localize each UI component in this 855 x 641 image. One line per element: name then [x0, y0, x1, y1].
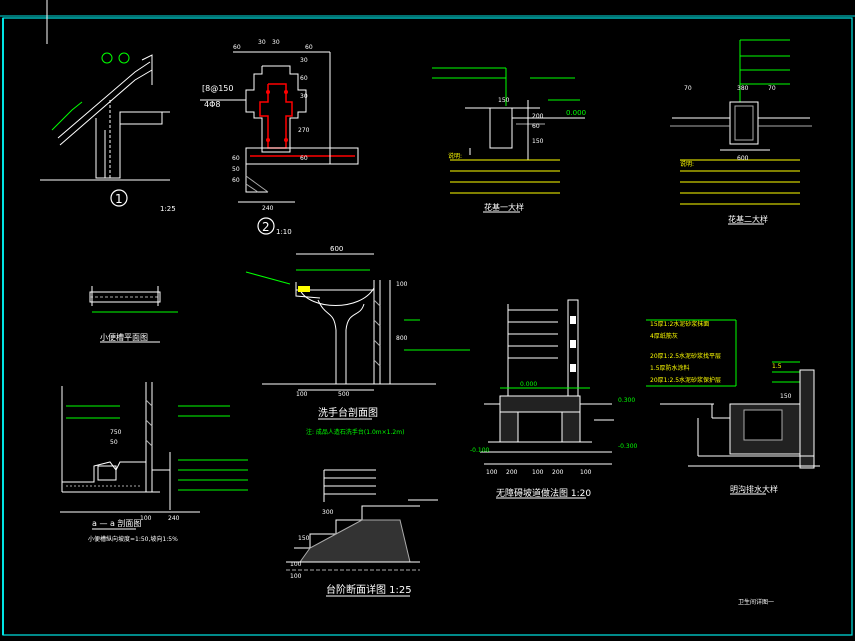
- huaji-1-dim-0: 200: [532, 113, 544, 120]
- barrier-dim-4: 100: [580, 469, 592, 476]
- detail-1-marker: 1: [115, 192, 123, 206]
- barrier-dim-0: 100: [486, 469, 498, 476]
- huaji-1-elev: 0.000: [566, 109, 586, 117]
- detail-2-dim-top-2: 30: [272, 39, 280, 46]
- drain-layer-0: 15厚1:2水泥砂浆抹面: [650, 320, 709, 328]
- steps-dim-2: 100: [290, 561, 302, 568]
- washbasin-dim-side-0: 100: [396, 281, 408, 288]
- barrier-dim-3: 200: [552, 469, 564, 476]
- barrier-elev-0: 0.300: [618, 397, 635, 404]
- barrier-elev-2: -0.100: [470, 447, 490, 454]
- steps-dim-1: 150: [298, 535, 310, 542]
- barrier-elev-3: -0.300: [618, 443, 638, 450]
- drain-layer-3: 1.5厚防水涂料: [650, 364, 690, 372]
- drain-dim-0: 1.5: [772, 363, 782, 370]
- huaji-2-dim-1: 380: [737, 85, 749, 92]
- detail-2-dim-side-2: 30: [300, 93, 308, 100]
- detail-2-dim-bottom-1: 50: [232, 166, 240, 173]
- section-aa-dim-3: 100: [140, 515, 152, 522]
- steps-dim-0: 300: [322, 509, 334, 516]
- huaji-1-title: 花基一大样: [484, 202, 524, 212]
- barrier-dim-2: 100: [532, 469, 544, 476]
- barrier-elev-1: 0.000: [520, 381, 537, 388]
- washbasin-title: 洗手台剖面图: [318, 406, 378, 419]
- detail-2-dim-left-2: 4Φ8: [204, 100, 220, 109]
- detail-2-marker: 2: [262, 220, 270, 234]
- detail-2-marker-circle: [257, 217, 275, 235]
- drain-layer-2: 20厚1:2.5水泥砂浆找平层: [650, 352, 721, 360]
- detail-2-dim-base: 240: [262, 205, 274, 212]
- steps-section: [286, 469, 438, 571]
- detail-1-eave: [40, 52, 170, 181]
- huaji-2-dim-0: 70: [684, 85, 692, 92]
- washbasin-dim-bottom-0: 100: [296, 391, 308, 398]
- detail-2-dim-left-1: [8@150: [202, 84, 233, 93]
- washbasin-section: [245, 253, 470, 391]
- urinal-plan: [89, 286, 178, 313]
- washbasin-dim-bottom-1: 500: [338, 391, 350, 398]
- detail-2-dim-top-3: 60: [305, 44, 313, 51]
- detail-2-dim-bottom-0: 60: [232, 155, 240, 162]
- barrier-free-ramp: [480, 299, 614, 465]
- huaji-2-dim-3: 600: [737, 155, 749, 162]
- detail-2-dim-side-1: 60: [300, 75, 308, 82]
- section-aa-dim-0: 750: [110, 429, 122, 436]
- detail-2-dim-side-0: 30: [300, 57, 308, 64]
- drain-layer-4: 20厚1:2.5水泥砂浆保护层: [650, 376, 721, 384]
- huaji-1-note-head: 说明:: [448, 152, 462, 160]
- huaji-2-dim-2: 70: [768, 85, 776, 92]
- huaji-1-dim-1: 60: [532, 123, 540, 130]
- detail-1-marker-circle: [110, 189, 128, 207]
- section-aa-dim-2: 240: [168, 515, 180, 522]
- section-aa-note: 小便槽纵向坡度=1:50,坡向1:5%: [88, 535, 178, 543]
- huaji-2-title: 花基二大样: [728, 214, 768, 224]
- huaji-2-note-head: 说明:: [680, 160, 694, 168]
- detail-2-scale: 1:10: [276, 228, 292, 236]
- steps-title: 台阶断面详图 1:25: [326, 583, 412, 596]
- barrier-dim-1: 200: [506, 469, 518, 476]
- huaji-1-detail: [432, 67, 585, 194]
- section-aa-dim-1: 50: [110, 439, 118, 446]
- drain-dim-1: 150: [780, 393, 792, 400]
- detail-2-dim-side-4: 60: [300, 155, 308, 162]
- steps-dim-3: 100: [290, 573, 302, 580]
- huaji-1-dim-2: 150: [532, 138, 544, 145]
- detail-2-dim-top-0: 60: [233, 44, 241, 51]
- detail-2-dim-top-1: 30: [258, 39, 266, 46]
- detail-2-dim-side-3: 270: [298, 127, 310, 134]
- huaji-1-dim-3: 150: [498, 97, 510, 104]
- washbasin-dim-side-1: 800: [396, 335, 408, 342]
- drain-layer-1: 4厚纸筋灰: [650, 332, 678, 340]
- drain-title: 明沟排水大样: [730, 484, 778, 494]
- section-aa: [60, 382, 248, 513]
- sheet-label: 卫生间详图一: [738, 598, 774, 606]
- detail-2-parapet: [200, 51, 359, 203]
- urinal-title: 小便槽平面图: [100, 332, 148, 342]
- barrier-title: 无障碍坡道做法图 1:20: [496, 487, 591, 499]
- washbasin-dim-top: 600: [330, 245, 343, 253]
- detail-1-scale: 1:25: [160, 205, 176, 213]
- huaji-2-detail: [670, 39, 812, 205]
- drain-detail: [646, 319, 820, 469]
- washbasin-note: 注: 成品人造石洗手台(1.0m×1.2m): [306, 428, 404, 436]
- detail-2-dim-bottom-2: 60: [232, 177, 240, 184]
- section-aa-title: a — a 剖面图: [92, 518, 141, 528]
